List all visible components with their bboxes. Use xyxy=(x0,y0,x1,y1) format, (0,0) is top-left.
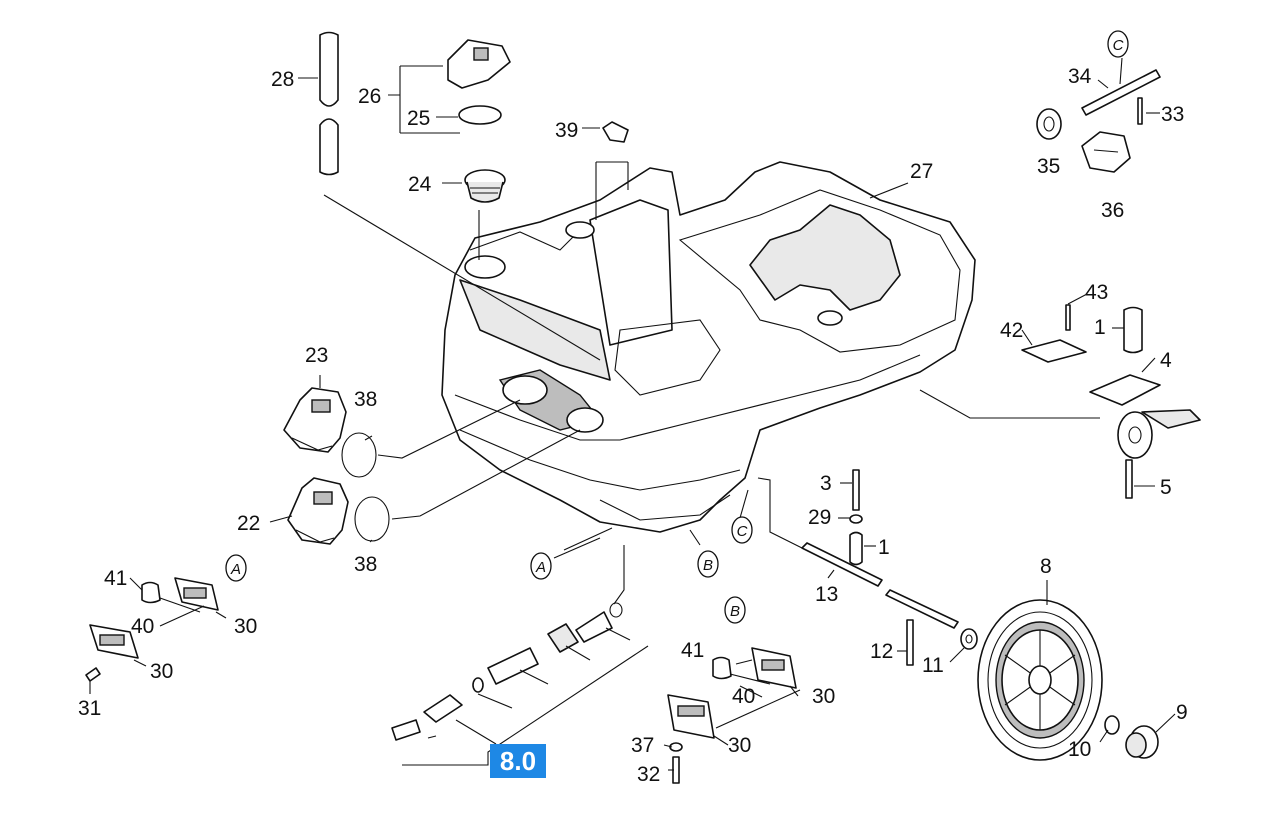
o-ring-38-upper xyxy=(341,432,377,478)
callout-b-center: B xyxy=(697,550,719,578)
pin-34 xyxy=(1081,69,1161,116)
label-25: 25 xyxy=(407,107,430,130)
screw-33 xyxy=(1137,97,1143,125)
callout-b-label: B xyxy=(703,557,713,574)
bracket-30-a xyxy=(174,577,219,611)
callout-b-bottom: B xyxy=(724,596,746,624)
label-36: 36 xyxy=(1101,199,1124,222)
washer-11 xyxy=(960,628,978,650)
label-30-c: 30 xyxy=(812,685,835,708)
callout-c-label: C xyxy=(1113,37,1124,54)
part-labels: 28 26 25 24 39 27 34 33 35 36 43 42 1 4 … xyxy=(78,65,1188,786)
label-37: 37 xyxy=(631,734,654,757)
axle-rod xyxy=(885,589,959,629)
bushing-41-b xyxy=(712,656,732,680)
label-26: 26 xyxy=(358,85,381,108)
clip-39 xyxy=(602,121,629,143)
washer-29 xyxy=(849,514,863,524)
sleeve-1-upper xyxy=(1123,306,1143,354)
filter-24 xyxy=(464,169,506,203)
callout-b-label: B xyxy=(730,603,740,620)
label-40-left: 40 xyxy=(131,615,154,638)
label-31: 31 xyxy=(78,697,101,720)
label-29: 29 xyxy=(808,506,831,529)
label-8: 8 xyxy=(1040,555,1052,578)
wheel-8 xyxy=(977,599,1103,761)
label-1-upper: 1 xyxy=(1094,316,1106,339)
washer-10 xyxy=(1104,715,1120,735)
valve-assembly xyxy=(391,602,623,741)
axle-13 xyxy=(801,542,883,587)
bracket-30-d xyxy=(667,694,715,739)
bracket-30-c xyxy=(751,647,797,689)
pin-40-a xyxy=(159,597,201,613)
castor-4 xyxy=(1089,374,1201,459)
callout-c-label: C xyxy=(737,523,748,540)
cover-23 xyxy=(283,387,347,453)
label-27: 27 xyxy=(910,160,933,183)
cover-22 xyxy=(287,477,349,545)
bolt-5 xyxy=(1125,459,1133,499)
label-4: 4 xyxy=(1160,349,1172,372)
label-10: 10 xyxy=(1068,738,1091,761)
label-38-upper: 38 xyxy=(354,388,377,411)
callout-a-center: A xyxy=(530,552,552,580)
label-5: 5 xyxy=(1160,476,1172,499)
hub-cap-9 xyxy=(1125,725,1159,759)
callout-a-label: A xyxy=(535,559,546,576)
label-41-right: 41 xyxy=(681,639,704,662)
label-12: 12 xyxy=(870,640,893,663)
label-32: 32 xyxy=(637,763,660,786)
label-30-b: 30 xyxy=(150,660,173,683)
label-23: 23 xyxy=(305,344,328,367)
cap-26 xyxy=(447,39,511,89)
bolt-12 xyxy=(906,619,914,666)
label-22: 22 xyxy=(237,512,260,535)
label-40-right: 40 xyxy=(732,685,755,708)
label-38-lower: 38 xyxy=(354,553,377,576)
o-ring-38-lower xyxy=(354,496,390,542)
label-35: 35 xyxy=(1037,155,1060,178)
callout-c-center: C xyxy=(731,516,753,544)
gasket-25 xyxy=(458,105,502,125)
sleeve-1-lower xyxy=(849,531,863,566)
hose-28 xyxy=(319,31,339,176)
label-24: 24 xyxy=(408,173,432,196)
roller-35 xyxy=(1036,108,1062,140)
bracket-42 xyxy=(1021,339,1087,363)
screw-31 xyxy=(85,667,101,682)
label-42: 42 xyxy=(1000,319,1023,342)
bracket-30-b xyxy=(89,624,139,659)
bolt-3 xyxy=(852,469,860,511)
bushing-41-a xyxy=(141,581,161,604)
label-3: 3 xyxy=(820,472,832,495)
pin-40-b xyxy=(729,673,771,685)
label-41-left: 41 xyxy=(104,567,127,590)
label-9: 9 xyxy=(1176,701,1188,724)
leader-lines xyxy=(89,57,1176,771)
label-39: 39 xyxy=(555,119,578,142)
label-43: 43 xyxy=(1085,281,1108,304)
callout-a-label: A xyxy=(230,561,241,578)
screw-43 xyxy=(1065,304,1071,331)
label-11: 11 xyxy=(922,654,944,677)
label-30-d: 30 xyxy=(728,734,751,757)
cap-36 xyxy=(1081,131,1131,173)
label-1-lower: 1 xyxy=(878,536,890,559)
screw-32 xyxy=(672,756,680,784)
callout-a-left: A xyxy=(225,554,247,582)
label-13: 13 xyxy=(815,583,838,606)
label-30-a: 30 xyxy=(234,615,257,638)
label-34: 34 xyxy=(1068,65,1092,88)
assembly-8-0-badge[interactable]: 8.0 xyxy=(490,744,546,778)
main-housing xyxy=(441,161,976,533)
callout-c-top: C xyxy=(1107,30,1129,58)
label-28: 28 xyxy=(271,68,294,91)
label-33: 33 xyxy=(1161,103,1184,126)
